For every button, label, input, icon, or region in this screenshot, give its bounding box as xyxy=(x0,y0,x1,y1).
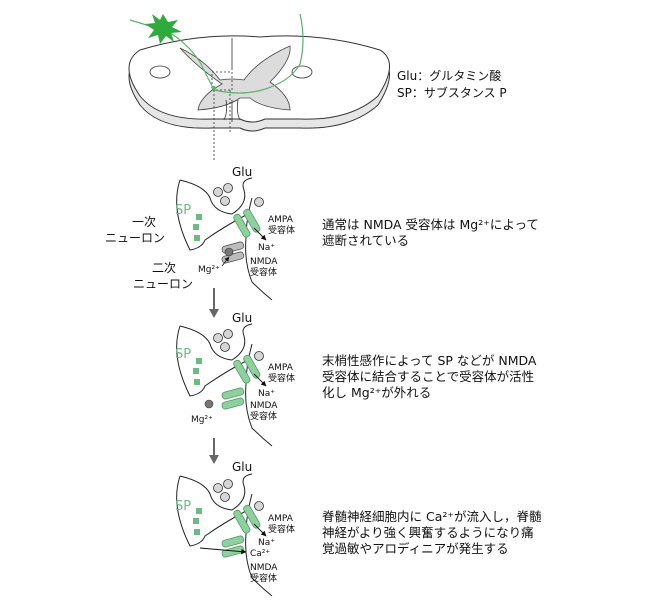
ampa-receptor-label-2: 受容体 xyxy=(268,372,295,384)
na-label-3: Na⁺ xyxy=(258,538,275,548)
panel-2-synapse: Glu SP AMPA 受容体 Na⁺ Mg²⁺ NMDA 受容体 xyxy=(175,311,295,447)
nmda-receptor-label-1: 受容体 xyxy=(250,266,277,278)
secondary-neuron-line1: 二次 xyxy=(152,261,176,275)
sp-label-1: SP xyxy=(175,203,191,218)
secondary-neuron-line2: ニューロン xyxy=(133,277,193,291)
nmda-label-3: NMDA xyxy=(250,563,278,573)
panel-1-synapse: Glu SP AMPA 受容体 Na⁺ Mg²⁺ NMDA 受容体 一次 ニュー… xyxy=(105,165,295,301)
nmda-receptor-label-3: 受容体 xyxy=(250,572,277,584)
legend-sp: SP：サブスタンス P xyxy=(397,85,507,100)
mg-label-2: Mg²⁺ xyxy=(191,415,213,425)
primary-neuron-line1: 一次 xyxy=(132,215,156,229)
glu-label-3: Glu xyxy=(232,460,252,474)
mg-label-1: Mg²⁺ xyxy=(198,265,220,275)
ca-label-3: Ca²⁺ xyxy=(250,549,270,559)
ampa-label-2: AMPA xyxy=(268,363,294,373)
nmda-label-2: NMDA xyxy=(250,401,278,411)
nmda-receptor-label-2: 受容体 xyxy=(250,410,277,422)
ampa-label-3: AMPA xyxy=(268,514,294,524)
svg-text:通常は NMDA 受容体は Mg²⁺によって 遮断さ: 通常は NMDA 受容体は Mg²⁺によって 遮断されている xyxy=(322,217,543,248)
legend-glu: Glu：グルタミン酸 xyxy=(397,68,501,83)
caption-3-line1: 脊髄神経細胞内に Ca²⁺が流入し，脊髄 xyxy=(322,509,542,524)
caption-3-line3: 覚過敏やアロディニアが発生する xyxy=(322,541,509,556)
ampa-label-1: AMPA xyxy=(268,215,294,225)
nmda-label-1: NMDA xyxy=(250,257,278,267)
spinal-cord-section xyxy=(128,13,390,160)
caption-2-line1: 末梢性感作によって SP などが NMDA xyxy=(322,353,537,368)
glu-label-1: Glu xyxy=(232,165,252,179)
ampa-receptor-label-3: 受容体 xyxy=(268,523,295,535)
primary-neuron-line2: ニューロン xyxy=(105,231,165,245)
na-label-2: Na⁺ xyxy=(258,389,275,399)
stimulus-burst-icon xyxy=(145,14,182,44)
ampa-receptor-label-1: 受容体 xyxy=(268,224,295,236)
na-label-1: Na⁺ xyxy=(258,243,275,253)
svg-text:末梢性感作によって SP などが NMDA 受容体に: 末梢性感作によって SP などが NMDA 受容体に結合することで受容体が活性 … xyxy=(322,353,540,400)
caption-3-line2: 神経がより強く興奮するようになり痛 xyxy=(322,525,534,540)
panel-3-synapse: Glu SP AMPA 受容体 Na⁺ Ca²⁺ NMDA 受容体 xyxy=(175,460,295,597)
caption-1-line2: 遮断されている xyxy=(322,233,409,248)
svg-text:脊髄神経細胞内に Ca²⁺が流入し，脊髄 神経がより: 脊髄神経細胞内に Ca²⁺が流入し，脊髄 神経がより強く興奮するようになり痛 覚… xyxy=(322,509,545,556)
caption-2-line2: 受容体に結合することで受容体が活性 xyxy=(322,369,534,384)
sp-label-3: SP xyxy=(175,499,191,514)
glu-label-2: Glu xyxy=(232,311,252,325)
caption-1-line1: 通常は NMDA 受容体は Mg²⁺によって xyxy=(322,217,539,232)
caption-2-line3: 化し Mg²⁺が外れる xyxy=(322,385,431,400)
sp-label-2: SP xyxy=(175,347,191,362)
